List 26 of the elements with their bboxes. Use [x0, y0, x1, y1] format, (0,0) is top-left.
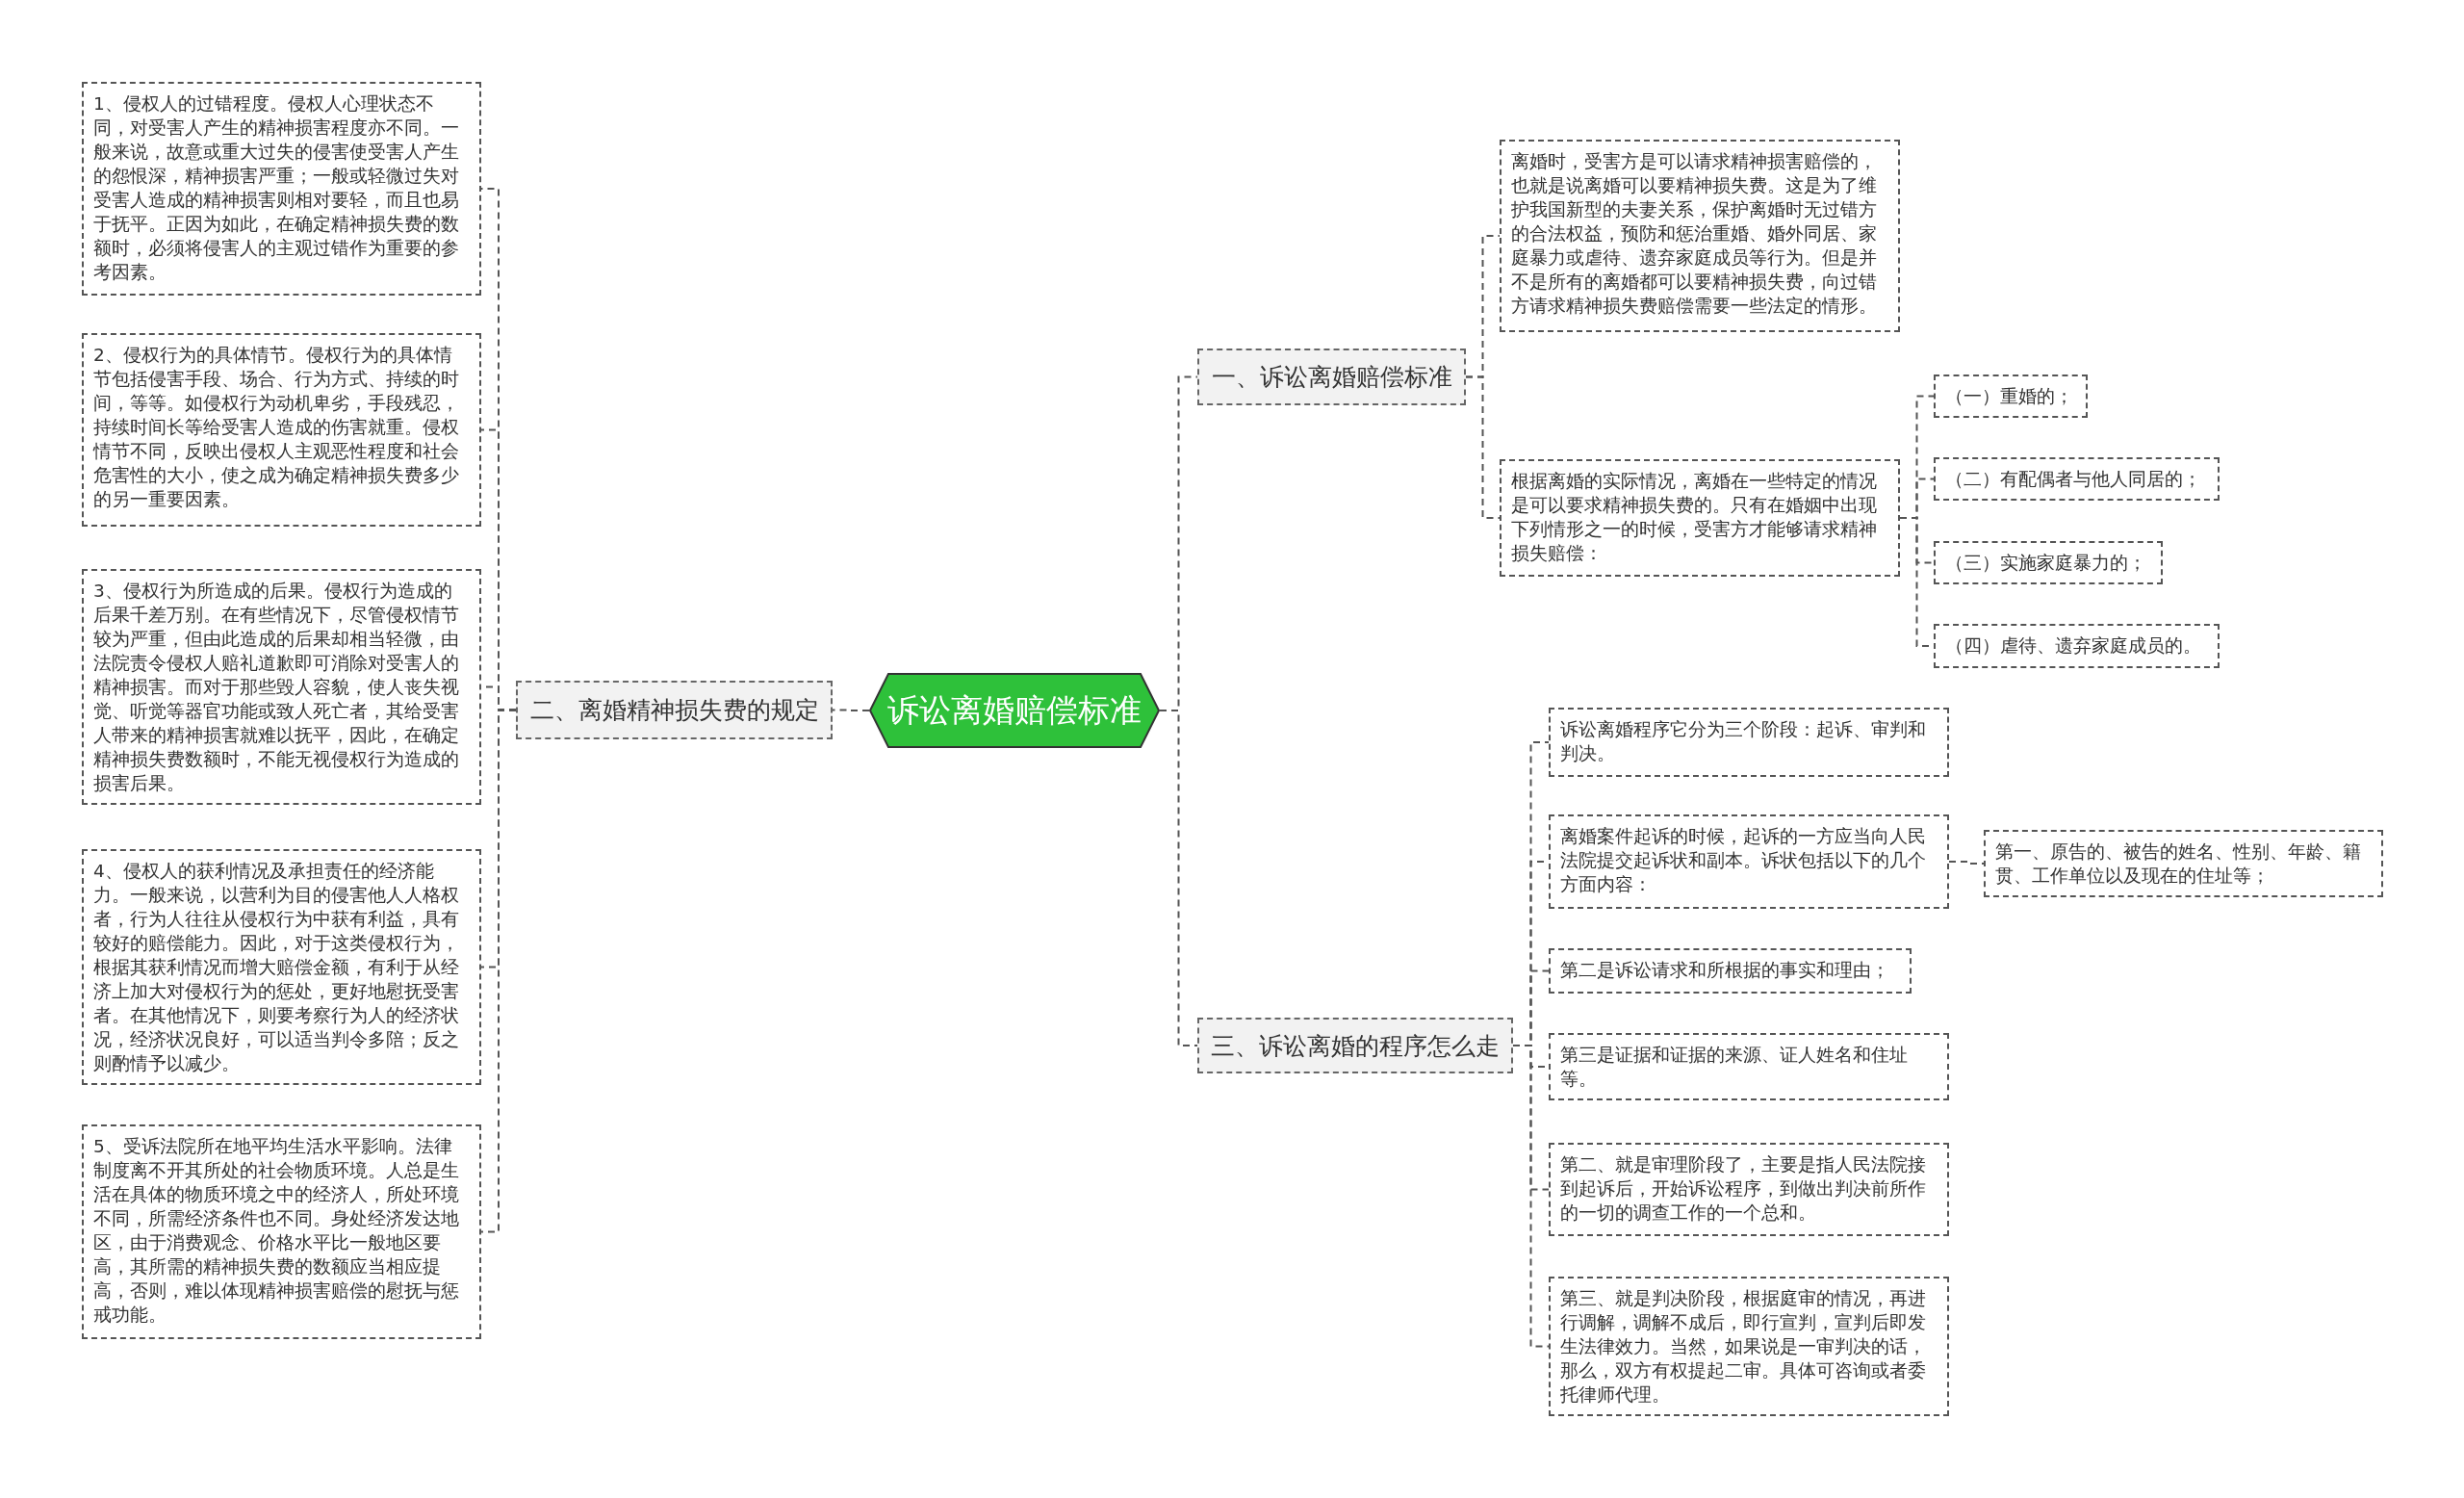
- note-box: 第二、就是审理阶段了，主要是指人民法院接到起诉后，开始诉讼程序，到做出判决前所作的一切的调查工作的一个总和。: [1549, 1143, 1949, 1236]
- central-topic-hexagon: 诉讼离婚赔偿标准: [869, 673, 1160, 748]
- note-box: 1、侵权人的过错程度。侵权人心理状态不同，对受害人产生的精神损害程度亦不同。一般来说，故意或重大过失的侵害使受害人产生的怨恨深，精神损害严重；一般或轻微过失对受害人造成的精神损害则相对要轻，而且也易于抚平。正因为如此，在确定精神损失费的数额时，必须将侵害人的主观过错作为重要的参考因素。: [82, 82, 481, 296]
- topic-box: 二、离婚精神损失费的规定: [516, 681, 833, 739]
- connector-line: [1948, 861, 1985, 865]
- note-box: 第三、就是判决阶段，根据庭审的情况，再进行调解，调解不成后，即行宣判，宣判后即发生法律效力。当然，如果说是一审判决的话，那么，双方有权提起二审。具体可咨询或者委托律师代理。: [1549, 1277, 1949, 1416]
- note-box: 诉讼离婚程序它分为三个阶段：起诉、审判和判决。: [1549, 708, 1949, 777]
- note-box: 5、受诉法院所在地平均生活水平影响。法律制度离不开其所处的社会物质环境。人总是生活在具体的物质环境之中的经济人，所处环境不同，所需经济条件也不同。身处经济发达地区，由于消费观念、价格水平比一般地区要高，其所需的精神损失费的数额应当相应提高，否则，难以体现精神损害赔偿的慰抚与惩戒功能。: [82, 1124, 481, 1339]
- note-box: 3、侵权行为所造成的后果。侵权行为造成的后果千差万别。在有些情况下，尽管侵权情节较为严重，但由此造成的后果却相当轻微，由法院责令侵权人赔礼道歉即可消除对受害人的精神损害。而对于那些毁人容貌，使人丧失视觉、听觉等器官功能或致人死亡者，其给受害人带来的精神损害就难以抚平，因此，在确定精神损失费数额时，不能无视侵权行为造成的损害后果。: [82, 569, 481, 805]
- note-box: （四）虐待、遗弃家庭成员的。: [1934, 624, 2220, 668]
- note-box: 离婚案件起诉的时候，起诉的一方应当向人民法院提交起诉状和副本。诉状包括以下的几个方面内容：: [1549, 814, 1949, 909]
- note-box: （一）重婚的；: [1934, 374, 2088, 418]
- note-box: 4、侵权人的获利情况及承担责任的经济能力。一般来说，以营利为目的侵害他人人格权者，行为人往往从侵权行为中获有利益，具有较好的赔偿能力。因此，对于这类侵权行为，根据其获利情况而增大赔偿金额，有利于从经济上加大对侵权行为的惩处，更好地慰抚受害者。在其他情况下，则要考察行为人的经济状况，经济状况良好，可以适当判令多陪；反之则酌情予以减少。: [82, 849, 481, 1085]
- topic-box: 三、诉讼离婚的程序怎么走: [1197, 1018, 1513, 1073]
- note-box: （二）有配偶者与他人同居的；: [1934, 457, 2220, 501]
- topic-box: 一、诉讼离婚赔偿标准: [1197, 349, 1466, 405]
- connector-line: [1465, 375, 1501, 519]
- note-box: （三）实施家庭暴力的；: [1934, 541, 2163, 584]
- note-box: 根据离婚的实际情况，离婚在一些特定的情况是可以要求精神损失费的。只有在婚姻中出现下列情形之一的时候，受害方才能够请求精神损失赔偿：: [1500, 459, 1900, 577]
- note-box: 第二是诉讼请求和所根据的事实和理由；: [1549, 948, 1912, 994]
- note-box: 第一、原告的、被告的姓名、性别、年龄、籍贯、工作单位以及现在的住址等；: [1984, 830, 2383, 897]
- connector-line: [1512, 1045, 1550, 1348]
- note-box: 离婚时，受害方是可以请求精神损害赔偿的，也就是说离婚可以要精神损失费。这是为了维护我国新型的夫妻关系，保护离婚时无过错方的合法权益，预防和惩治重婚、婚外同居、家庭暴力或虐待、遗弃家庭成员等行为。但是并不是所有的离婚都可以要精神损失费，向过错方请求精神损失费赔偿需要一些法定的情形。: [1500, 140, 1900, 332]
- note-box: 第三是证据和证据的来源、证人姓名和住址等。: [1549, 1033, 1949, 1100]
- connector-line: [832, 709, 870, 711]
- note-box: 2、侵权行为的具体情节。侵权行为的具体情节包括侵害手段、场合、行为方式、持续的时间，等等。如侵权行为动机卑劣，手段残忍，持续时间长等给受害人造成的伤害就重。侵权情节不同，反映出侵权人主观恶性程度和社会危害性的大小，使之成为确定精神损失费多少的另一重要因素。: [82, 333, 481, 527]
